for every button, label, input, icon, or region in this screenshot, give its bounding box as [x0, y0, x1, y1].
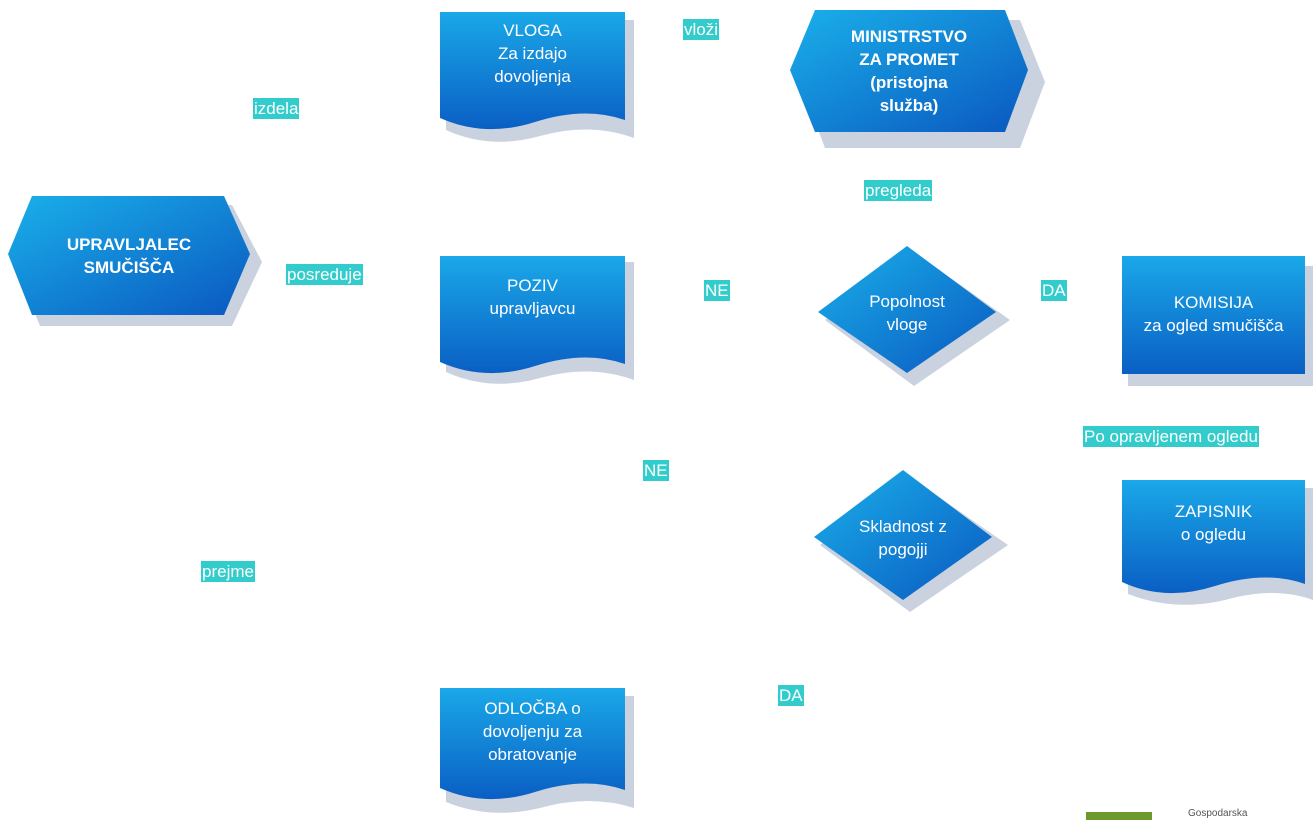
- label-posreduje: posreduje: [286, 264, 363, 285]
- vloga-node[interactable]: [440, 12, 634, 142]
- logo-mark: [1086, 812, 1152, 820]
- logo-text: Gospodarska: [1188, 808, 1248, 819]
- label-prejme: prejme: [201, 561, 255, 582]
- odlocba-node[interactable]: [440, 688, 634, 813]
- label-po-ogledu: Po opravljenem ogledu: [1083, 426, 1259, 447]
- label-da-top: DA: [1041, 280, 1067, 301]
- poziv-node[interactable]: [440, 256, 634, 384]
- label-da-bottom: DA: [778, 685, 804, 706]
- upravljalec-node[interactable]: [8, 196, 262, 326]
- label-ne-top: NE: [704, 280, 730, 301]
- label-ne-mid: NE: [643, 460, 669, 481]
- ministrstvo-node[interactable]: [790, 10, 1045, 148]
- label-vlozi: vloži: [683, 19, 720, 40]
- komisija-node[interactable]: [1122, 256, 1313, 386]
- label-izdela: izdela: [253, 98, 300, 119]
- zapisnik-node[interactable]: [1122, 480, 1313, 605]
- skladnost-node[interactable]: [814, 470, 1008, 612]
- label-pregleda: pregleda: [864, 180, 933, 201]
- popolnost-node[interactable]: [818, 246, 1010, 386]
